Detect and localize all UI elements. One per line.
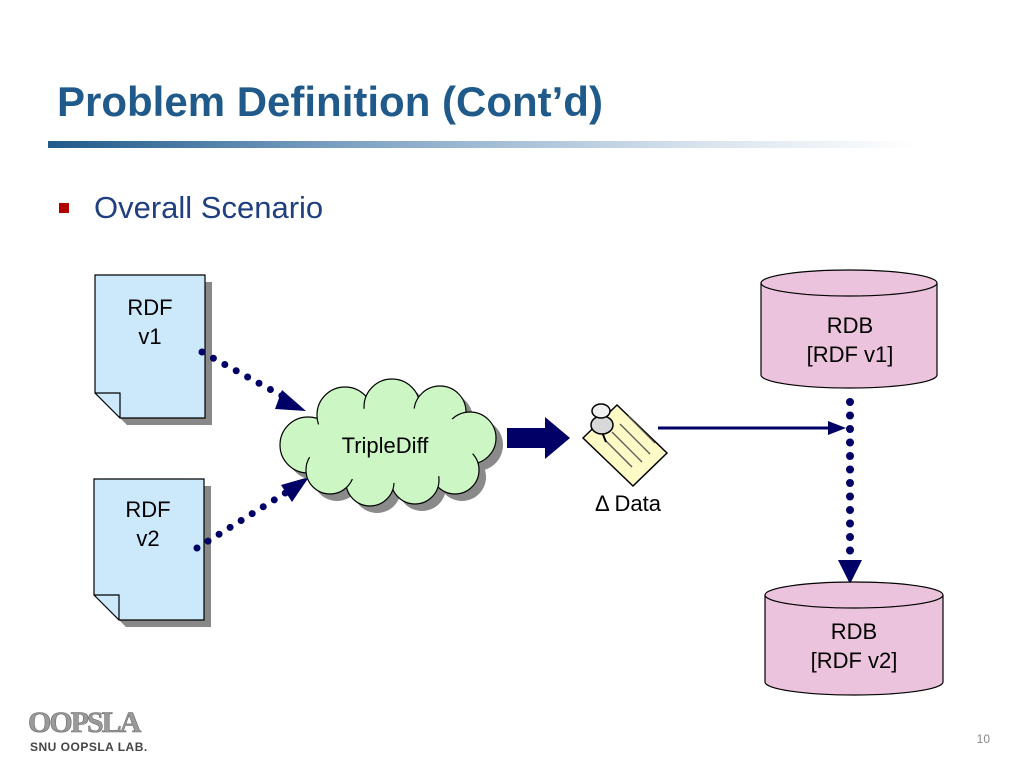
rdb-v1-label-line1: RDB <box>826 313 874 338</box>
solid-arrowhead <box>828 421 846 435</box>
rdb-v1-cylinder <box>760 269 938 389</box>
oopsla-logo: OOPSLA <box>28 706 142 740</box>
rdb-v2-cylinder <box>764 581 944 696</box>
block-arrow <box>507 417 570 459</box>
rdf-v2-label: RDF v2 <box>110 495 186 553</box>
title-underline <box>48 141 918 148</box>
rdb-v2-label: RDB [RDF v2] <box>784 617 924 675</box>
pinned-note-icon <box>581 403 669 488</box>
rdf-v2-label-line1: RDF <box>125 497 171 522</box>
rdb-v2-label-line1: RDB <box>830 619 878 644</box>
rdf-v2-label-line2: v2 <box>136 526 160 551</box>
rdf-v2-document <box>93 478 211 627</box>
arrowhead-db <box>838 560 862 584</box>
page-number: 10 <box>976 732 990 746</box>
rdb-v1-label: RDB [RDF v1] <box>780 311 920 369</box>
dotted-connector-v1 <box>198 348 290 402</box>
logo-caption: SNU OOPSLA LAB. <box>30 740 148 754</box>
rdf-v1-label: RDF v1 <box>112 293 188 351</box>
slide-title: Problem Definition (Cont’d) <box>57 78 603 125</box>
logo-mark: OOPSLA <box>28 706 142 739</box>
bullet-overall-scenario: Overall Scenario <box>94 190 324 225</box>
arrowhead-v1 <box>275 390 306 411</box>
rdf-v1-label-line1: RDF <box>127 295 173 320</box>
rdb-v2-label-line2: [RDF v2] <box>810 648 898 673</box>
rdf-v1-label-line2: v1 <box>138 324 162 349</box>
arrowhead-v2 <box>281 477 309 502</box>
delta-data-label: Δ Data <box>594 491 662 516</box>
tripleDiff-label: TripleDiff <box>341 433 429 458</box>
dotted-connector-v2 <box>193 488 291 552</box>
tripleDiff-cloud <box>279 378 503 513</box>
rdf-v1-document <box>94 274 212 425</box>
rdb-v1-label-line2: [RDF v1] <box>806 342 894 367</box>
bullet-square-icon <box>59 203 69 213</box>
